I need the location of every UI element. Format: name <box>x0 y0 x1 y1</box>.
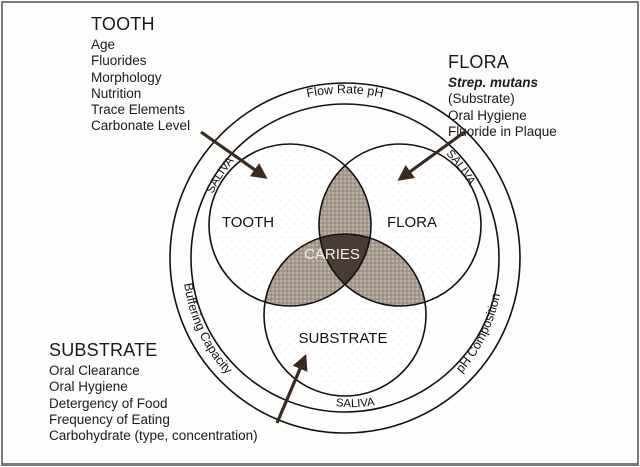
flora-factor-item: Fluoride in Plaque <box>448 123 557 139</box>
flora-factor-item: Strep. mutans <box>448 75 539 90</box>
tooth-factor-item: Age <box>91 37 116 52</box>
substrate-factor-item: Carbohydrate (type, concentration) <box>49 428 258 444</box>
tooth-factor-item: Morphology <box>91 69 162 85</box>
substrate-arrow <box>275 354 308 424</box>
ring-label-saliva-bottom: SALIVA <box>335 396 375 410</box>
substrate-factor-list: SUBSTRATE Oral Clearance Oral Hygiene De… <box>49 340 258 444</box>
tooth-factor-item: Carbonate Level <box>91 118 191 134</box>
flora-arrow <box>397 129 467 181</box>
ring-label-ph-composition-text: pH Composition <box>453 292 503 375</box>
substrate-factor-item: Frequency of Eating <box>49 411 170 427</box>
tooth-factor-item: Trace Elements <box>91 102 186 118</box>
ring-label-saliva-bottom-text: SALIVA <box>335 396 375 410</box>
venn-label-caries: CARIES <box>304 246 360 263</box>
outer-ring-outer-edge <box>169 82 521 434</box>
venn-label-flora: FLORA <box>387 214 437 231</box>
tooth-circle <box>208 143 372 307</box>
outer-ring-inner-edge <box>190 103 500 413</box>
substrate-factor-title: SUBSTRATE <box>49 340 158 360</box>
substrate-factor-item: Oral Clearance <box>49 363 140 378</box>
substrate-factor-item: Detergency of Food <box>49 395 168 411</box>
tooth-factor-list: TOOTH Age Fluorides Morphology Nutrition… <box>91 14 190 135</box>
flora-factor-item: Oral Hygiene <box>448 107 527 123</box>
flora-substrate-overlap <box>319 234 426 306</box>
flora-circle <box>318 143 482 307</box>
flora-factor-list: FLORA Strep. mutans (Substrate) Oral Hyg… <box>448 52 557 140</box>
ring-label-buffering: Buffering Capacity <box>181 282 235 377</box>
tooth-factor-item: Fluorides <box>91 53 147 69</box>
substrate-circle <box>263 233 427 397</box>
flora-factor-item: (Substrate) <box>448 91 515 107</box>
tooth-arrow <box>200 130 268 179</box>
tooth-factor-item: Nutrition <box>91 85 142 101</box>
ring-label-buffering-text: Buffering Capacity <box>181 282 235 377</box>
substrate-factor-item: Oral Hygiene <box>49 379 128 395</box>
venn-label-substrate: SUBSTRATE <box>299 330 388 347</box>
ring-label-flow-rate-text: Flow Rate pH <box>305 82 385 100</box>
tooth-factor-title: TOOTH <box>91 14 155 34</box>
ring-label-ph-composition: pH Composition <box>453 292 503 375</box>
venn-label-tooth: TOOTH <box>222 214 274 231</box>
flora-factor-title: FLORA <box>448 52 510 72</box>
ring-label-flow-rate: Flow Rate pH <box>305 82 385 100</box>
tooth-substrate-overlap <box>264 234 371 306</box>
